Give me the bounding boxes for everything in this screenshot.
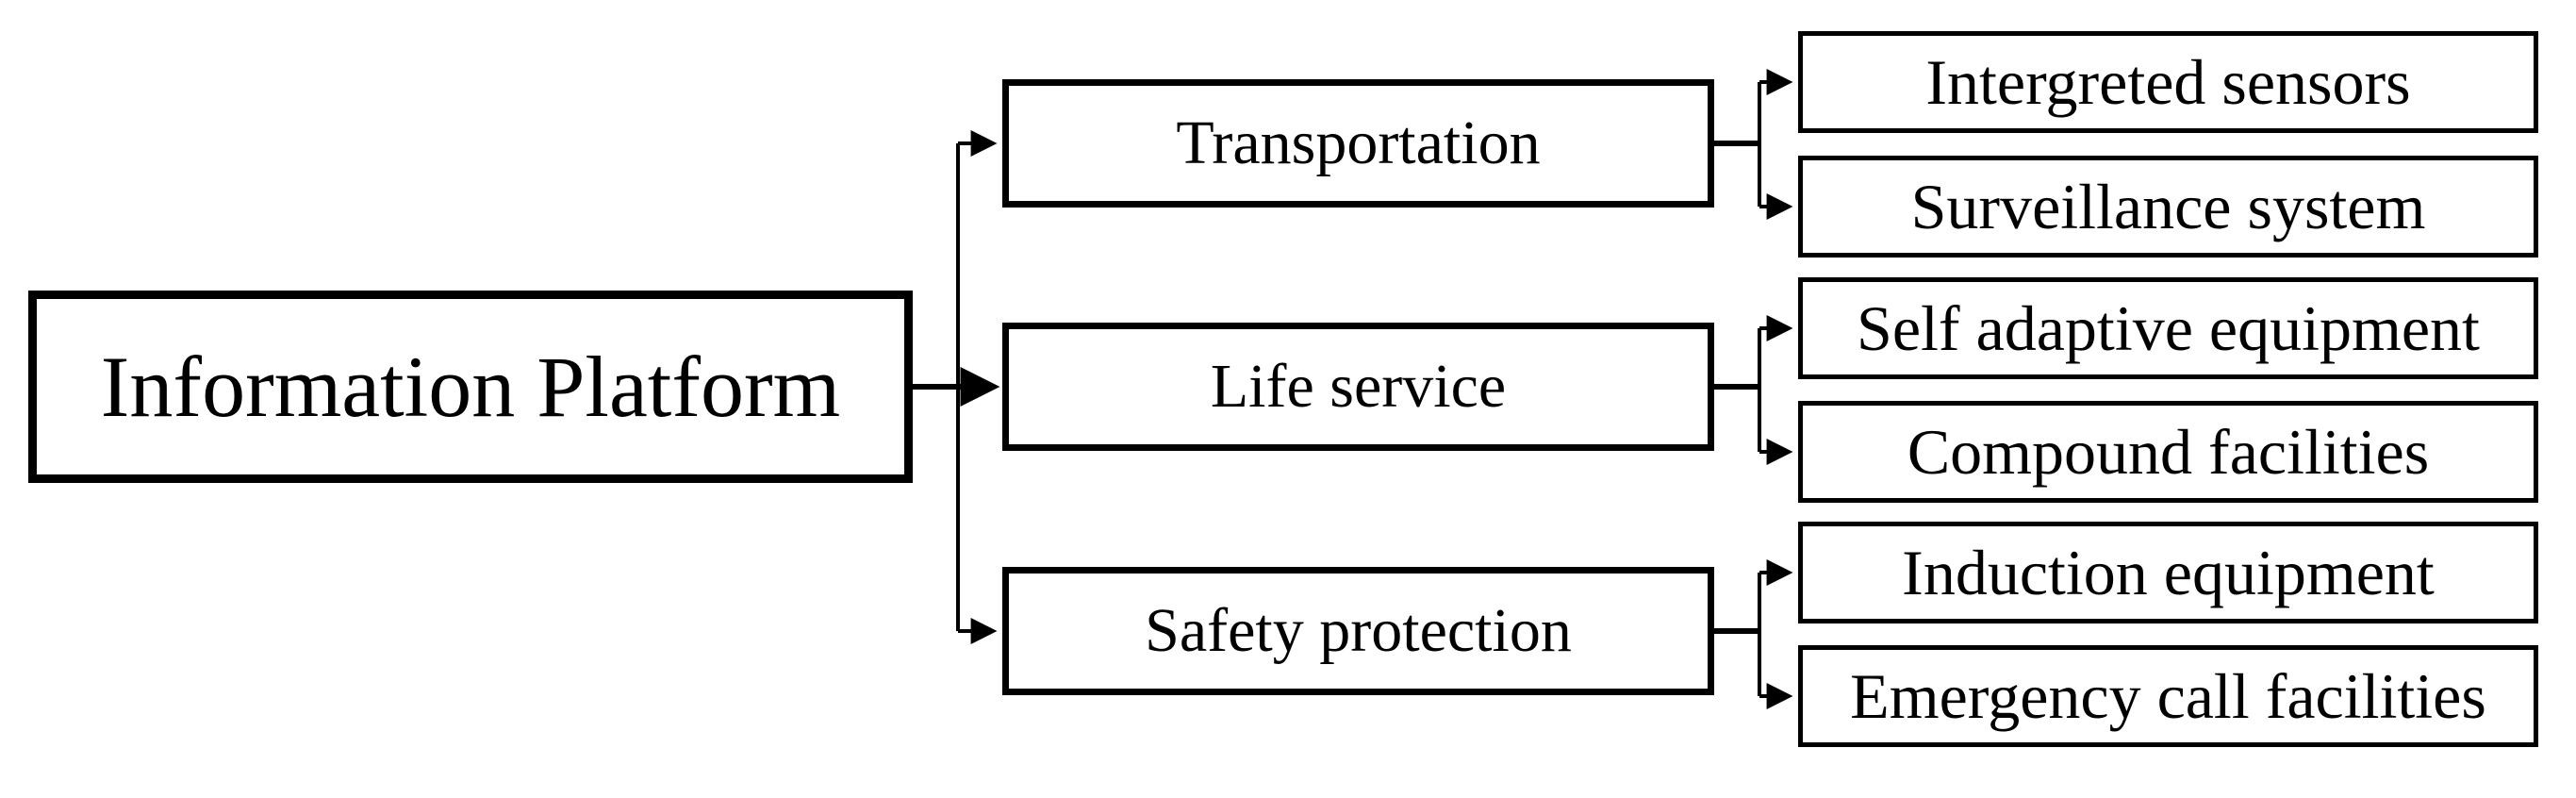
- leaf-box-self-adaptive-equipment: Self adaptive equipment: [1798, 277, 2538, 379]
- branch-box-label: Safety protection: [1145, 596, 1572, 665]
- branch-box-life-service: Life service: [1002, 323, 1714, 451]
- leaf-box-induction-equipment: Induction equipment: [1798, 522, 2538, 623]
- branch-box-transportation: Transportation: [1002, 79, 1714, 208]
- leaf-box-label: Surveillance system: [1910, 171, 2426, 242]
- leaf-box-compound-facilities: Compound facilities: [1798, 401, 2538, 503]
- root-box-label: Information Platform: [100, 339, 841, 435]
- leaf-box-label: Compound facilities: [1907, 416, 2430, 488]
- branch-box-safety-protection: Safety protection: [1002, 567, 1714, 695]
- leaf-box-label: Emergency call facilities: [1850, 660, 2486, 732]
- leaf-box-emergency-call-facilities: Emergency call facilities: [1798, 645, 2538, 747]
- branch-box-label: Transportation: [1176, 108, 1541, 177]
- leaf-box-label: Self adaptive equipment: [1857, 292, 2480, 364]
- leaf-box-label: Intergreted sensors: [1925, 46, 2411, 118]
- leaf-box-surveillance-system: Surveillance system: [1798, 156, 2538, 258]
- leaf-box-intergreted-sensors: Intergreted sensors: [1798, 31, 2538, 133]
- root-box-information-platform: Information Platform: [28, 291, 913, 483]
- branch-box-label: Life service: [1210, 352, 1507, 421]
- leaf-box-label: Induction equipment: [1902, 537, 2435, 608]
